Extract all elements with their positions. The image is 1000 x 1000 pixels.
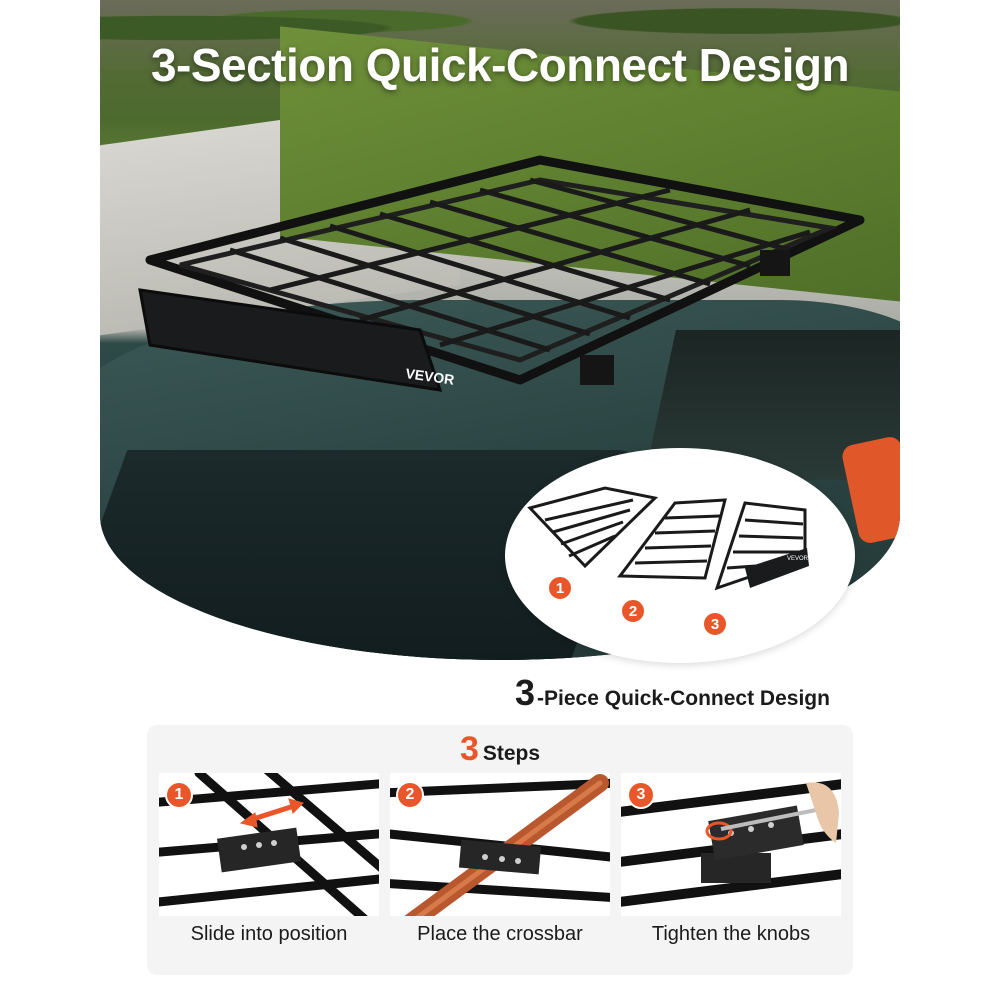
step-1-illustration <box>159 773 379 916</box>
section-2-badge: 2 <box>620 598 646 624</box>
subtitle-number: 3 <box>515 672 536 713</box>
roof-rack-illustration: VEVOR <box>110 150 870 410</box>
section-1-illustration <box>527 486 659 569</box>
step-1: 1 Slide into position <box>159 773 379 973</box>
step-2-badge: 2 <box>396 781 424 809</box>
section-3-badge: 3 <box>702 611 728 637</box>
step-3-illustration <box>621 779 841 907</box>
step-2-caption: Place the crossbar <box>417 923 583 945</box>
step-1-photo <box>159 773 379 916</box>
step-3-caption: Tighten the knobs <box>651 923 811 945</box>
step-1-badge: 1 <box>165 781 193 809</box>
section-1-badge: 1 <box>547 575 573 601</box>
step-2: 2 Place the crossbar <box>390 773 610 973</box>
sections-svg: VEVOR <box>527 486 809 591</box>
subtitle-text: -Piece Quick-Connect Design <box>537 687 830 710</box>
subtitle: 3 -Piece Quick-Connect Design <box>515 672 845 716</box>
step-3-photo <box>621 773 841 916</box>
step-3-badge: 3 <box>627 781 655 809</box>
sections-inset: VEVOR 1 2 3 <box>505 448 855 663</box>
inset-brand: VEVOR <box>787 556 809 562</box>
steps-heading-number: 3 <box>459 730 479 768</box>
fairing-brand: VEVOR <box>405 365 456 388</box>
roof-rack-svg: VEVOR <box>138 155 865 392</box>
page-title: 3-Section Quick-Connect Design <box>150 39 850 91</box>
steps-heading-text: Steps <box>482 742 541 765</box>
step-3: 3 Tighten the knobs <box>621 773 841 973</box>
step-1-caption: Slide into position <box>190 923 348 945</box>
section-2-illustration <box>617 498 727 580</box>
